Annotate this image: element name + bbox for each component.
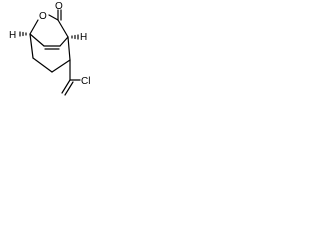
stereo-h-left-label: H (9, 30, 16, 41)
bond-acyl-double-2 (64, 81, 74, 96)
stereo-bond-left (19, 31, 27, 37)
carbonyl-oxygen-label: O (55, 1, 63, 12)
bond-bridgehead-left-down (29, 33, 34, 59)
bond-bridge-left (29, 33, 45, 47)
bond-acyl-double-1 (61, 79, 71, 94)
stereo-h-right-label: H (80, 32, 87, 43)
bond-ring-oxygen-to-carbonyl-carbon (48, 14, 59, 21)
bond-bridgehead-left-to-ring-oxygen (29, 19, 39, 35)
ring-oxygen-label: O (39, 11, 47, 22)
chlorine-label: Cl (81, 76, 90, 87)
bond-carbonyl-carbon-to-bridgehead-right (57, 19, 69, 38)
skeleton-bonds (29, 9, 81, 96)
bond-bridge-right (59, 36, 69, 47)
bond-left-lower-to-bottom (32, 57, 53, 73)
bond-bottom-to-right-lower (51, 59, 71, 73)
stereo-bond-right (71, 34, 79, 40)
chemical-structure: O O H H Cl (9, 1, 90, 96)
bond-right-lower-to-bridgehead-right (67, 36, 71, 61)
